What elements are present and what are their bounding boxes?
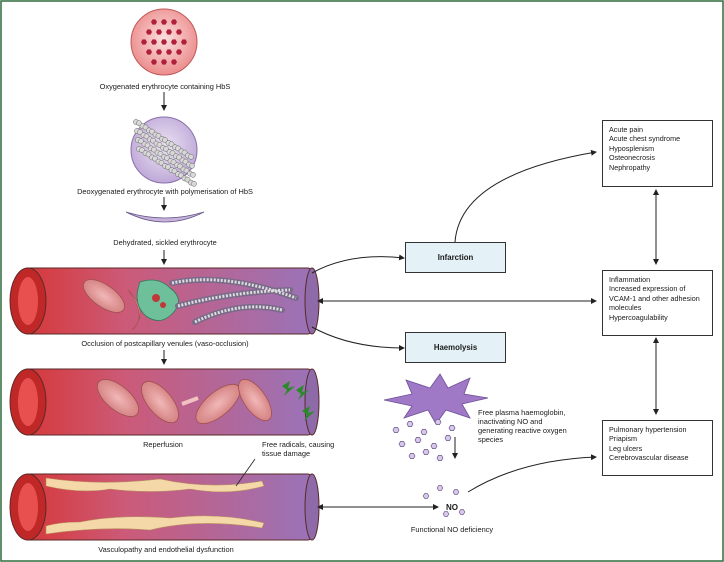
outcome-osteonecrosis: Osteonecrosis [609,153,655,163]
vessel-vasculopathy [9,473,320,541]
arrow-no-to-pulmonary [467,454,597,493]
free-haemoglobin-icon [398,441,406,447]
outcome-leg-ulcers: Leg ulcers [609,443,643,453]
complications-top-box: Acute pain Acute chest syndrome Hyposple… [602,120,713,187]
infarction-box: Infarction [405,242,506,273]
hbs-molecule-icon [171,59,177,65]
outcome-hypercoagulability: Hypercoagulability [609,312,668,322]
free-haemoglobin-icon [392,427,400,433]
hbs-molecule-icon [151,59,157,65]
free-haemoglobin-particles [392,419,456,461]
hbs-molecule-icon [141,39,147,45]
free-radicals-pointer [235,458,256,487]
free-haemoglobin-icon [436,455,444,461]
label-vasculopathy: Vasculopathy and endothelial dysfunction [98,545,234,554]
no-molecule-icon [458,509,466,515]
label-free-plasma: Free plasma haemoglobin, inactivating NO… [478,408,567,444]
hbs-molecule-icon [156,49,162,55]
hbs-molecule-icon [151,19,157,25]
hbs-molecule-icon [156,29,162,35]
arrow-to-haemolysis [311,326,405,351]
free-haemoglobin-icon [444,435,452,441]
free-haemoglobin-icon [406,421,414,427]
label-occlusion: Occlusion of postcapillary venules (vaso… [81,339,249,348]
no-molecule-icon [436,485,444,491]
label-deoxygenated: Deoxygenated erythrocyte with polymerisa… [77,187,253,196]
oxygenated-erythrocyte [130,8,198,76]
haemolysis-box: Haemolysis [405,332,506,363]
hbs-molecule-icon [161,59,167,65]
outcome-hyposplenism: Hyposplenism [609,143,655,153]
no-molecule-icon [452,489,460,495]
vessel-reperfusion [9,368,320,436]
no-molecule-icon [422,493,430,499]
no-particles [422,485,466,517]
hbs-molecule-icon [146,29,152,35]
free-plasma-line-2: inactivating NO and [478,417,543,426]
hbs-molecule-icon [171,39,177,45]
no-molecule-icon [442,511,450,517]
free-haemoglobin-icon [448,425,456,431]
hbs-molecule-icon [171,19,177,25]
label-functional-no: Functional NO deficiency [410,525,494,534]
outcome-nephropathy: Nephropathy [609,162,651,172]
hbs-polymer-icon [191,180,197,187]
free-radicals-line-1: Free radicals, causing [262,440,335,449]
hbs-molecule-icon [166,29,172,35]
free-haemoglobin-icon [430,443,438,449]
outcome-cerebrovascular-disease: Cerebrovascular disease [609,453,689,463]
hbs-molecule-icon [181,39,187,45]
haemolysis-burst [383,373,489,425]
lightning-icons [282,381,315,421]
label-dehydrated: Dehydrated, sickled erythrocyte [113,238,217,247]
outcome-vcam: VCAM-1 and other adhesion [609,293,700,303]
free-plasma-line-4: species [478,435,504,444]
label-oxygenated: Oxygenated erythrocyte containing HbS [99,82,231,91]
free-haemoglobin-icon [414,437,422,443]
inflammation-box: Inflammation Increased expression of VCA… [602,270,713,336]
hbs-polymer-icon [190,171,196,178]
free-haemoglobin-icon [420,429,428,435]
hbs-polymer-icon [189,162,195,169]
outcome-molecules: molecules [609,303,642,313]
label-free-radicals: Free radicals, causing tissue damage [262,440,334,458]
outcome-pulmonary-hypertension: Pulmonary hypertension [609,425,687,434]
hbs-molecule-icon [176,29,182,35]
hbs-polymer-icon [188,153,194,160]
hbs-molecule-icon [146,49,152,55]
label-no: NO [446,503,458,512]
vessel-occlusion [9,267,320,335]
complications-bottom-box: Pulmonary hypertension Priapism Leg ulce… [602,420,713,476]
free-radicals-line-2: tissue damage [262,449,311,458]
hbs-molecule-icon [151,39,157,45]
arrow-to-infarction [311,254,405,274]
free-plasma-line-1: Free plasma haemoglobin, [478,408,566,417]
hbs-molecule-icon [161,19,167,25]
sickled-erythrocyte [125,211,205,223]
outcome-acute-chest-syndrome: Acute chest syndrome [609,134,681,144]
free-haemoglobin-icon [408,453,416,459]
hbs-molecule-icon [176,49,182,55]
outcome-priapism: Priapism [609,434,637,444]
outcome-inflammation: Inflammation [609,275,651,284]
hbs-molecule-icon [166,49,172,55]
arrow-infarction-to-complications [454,149,597,243]
label-reperfusion: Reperfusion [143,440,183,449]
deoxygenated-erythrocyte [130,116,198,187]
free-haemoglobin-icon [434,419,442,425]
free-haemoglobin-icon [422,449,430,455]
free-plasma-line-3: generating reactive oxygen [478,426,567,435]
outcome-increased-expression: Increased expression of [609,284,686,294]
outcome-acute-pain: Acute pain [609,125,643,134]
hbs-molecule-icon [161,39,167,45]
